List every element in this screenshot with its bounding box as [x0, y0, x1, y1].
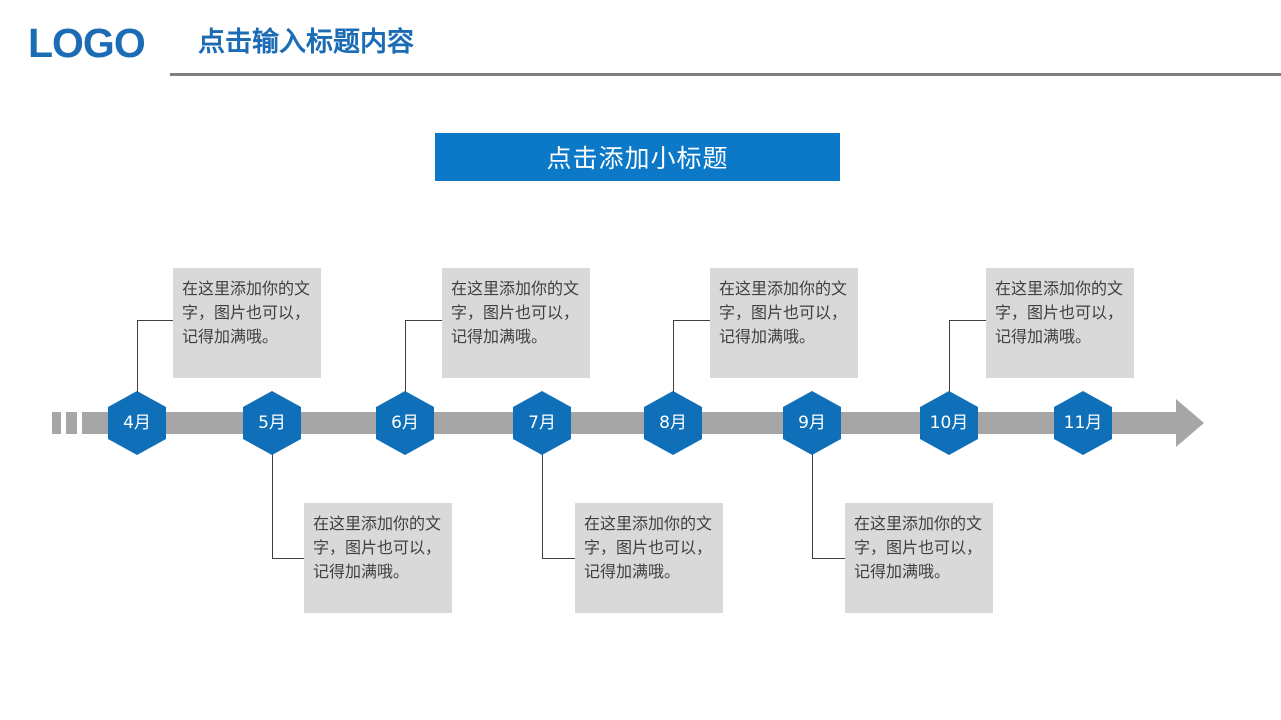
connector-horizontal-6: [812, 558, 845, 559]
page-title: 点击输入标题内容: [198, 27, 414, 58]
milestone-label: 7月: [528, 412, 556, 433]
note-box-above-3[interactable]: 在这里添加你的文字，图片也可以，记得加满哦。: [710, 268, 858, 378]
note-box-above-4[interactable]: 在这里添加你的文字，图片也可以，记得加满哦。: [986, 268, 1134, 378]
milestone-label: 6月: [391, 412, 419, 433]
timeline-dash-start-2: [66, 412, 77, 434]
timeline-bar: [95, 412, 1140, 434]
timeline-dash-start-1: [52, 412, 61, 434]
note-box-above-2[interactable]: 在这里添加你的文字，图片也可以，记得加满哦。: [442, 268, 590, 378]
note-text: 在这里添加你的文字，图片也可以，记得加满哦。: [719, 279, 848, 346]
milestone-hex-9[interactable]: 9月: [783, 391, 841, 455]
milestone-hex-7[interactable]: 7月: [513, 391, 571, 455]
note-text: 在这里添加你的文字，图片也可以，记得加满哦。: [995, 279, 1124, 346]
connector-vertical-2: [272, 450, 273, 558]
milestone-hex-6[interactable]: 6月: [376, 391, 434, 455]
milestone-hex-5[interactable]: 5月: [243, 391, 301, 455]
connector-horizontal-1: [137, 320, 173, 321]
note-box-below-1[interactable]: 在这里添加你的文字，图片也可以，记得加满哦。: [304, 503, 452, 613]
milestone-hex-8[interactable]: 8月: [644, 391, 702, 455]
milestone-hex-10[interactable]: 10月: [920, 391, 978, 455]
note-text: 在这里添加你的文字，图片也可以，记得加满哦。: [451, 279, 580, 346]
subtitle-banner-label: 点击添加小标题: [546, 144, 729, 173]
note-text: 在这里添加你的文字，图片也可以，记得加满哦。: [854, 514, 983, 581]
note-text: 在这里添加你的文字，图片也可以，记得加满哦。: [182, 279, 311, 346]
milestone-label: 9月: [798, 412, 826, 433]
connector-horizontal-2: [272, 558, 304, 559]
connector-vertical-6: [812, 450, 813, 558]
timeline-dash-end-2: [1140, 412, 1152, 434]
milestone-label: 8月: [659, 412, 687, 433]
timeline-dash-end-1: [1110, 412, 1134, 434]
note-box-above-1[interactable]: 在这里添加你的文字，图片也可以，记得加满哦。: [173, 268, 321, 378]
header-divider: [170, 73, 1281, 76]
milestone-label: 10月: [929, 412, 969, 433]
connector-horizontal-3: [405, 320, 442, 321]
connector-vertical-4: [542, 450, 543, 558]
connector-vertical-5: [673, 320, 674, 398]
connector-vertical-3: [405, 320, 406, 398]
connector-horizontal-4: [542, 558, 575, 559]
milestone-label: 11月: [1063, 412, 1103, 433]
connector-vertical-1: [137, 320, 138, 398]
connector-horizontal-7: [949, 320, 986, 321]
logo-text: LOGO: [28, 20, 146, 66]
connector-vertical-7: [949, 320, 950, 398]
timeline-arrow-icon: [1152, 399, 1204, 447]
subtitle-banner[interactable]: 点击添加小标题: [435, 133, 840, 181]
note-box-below-2[interactable]: 在这里添加你的文字，图片也可以，记得加满哦。: [575, 503, 723, 613]
note-text: 在这里添加你的文字，图片也可以，记得加满哦。: [313, 514, 442, 581]
milestone-label: 5月: [258, 412, 286, 433]
connector-horizontal-5: [673, 320, 710, 321]
milestone-hex-11[interactable]: 11月: [1054, 391, 1112, 455]
milestone-hex-4[interactable]: 4月: [108, 391, 166, 455]
note-box-below-3[interactable]: 在这里添加你的文字，图片也可以，记得加满哦。: [845, 503, 993, 613]
milestone-label: 4月: [123, 412, 151, 433]
note-text: 在这里添加你的文字，图片也可以，记得加满哦。: [584, 514, 713, 581]
